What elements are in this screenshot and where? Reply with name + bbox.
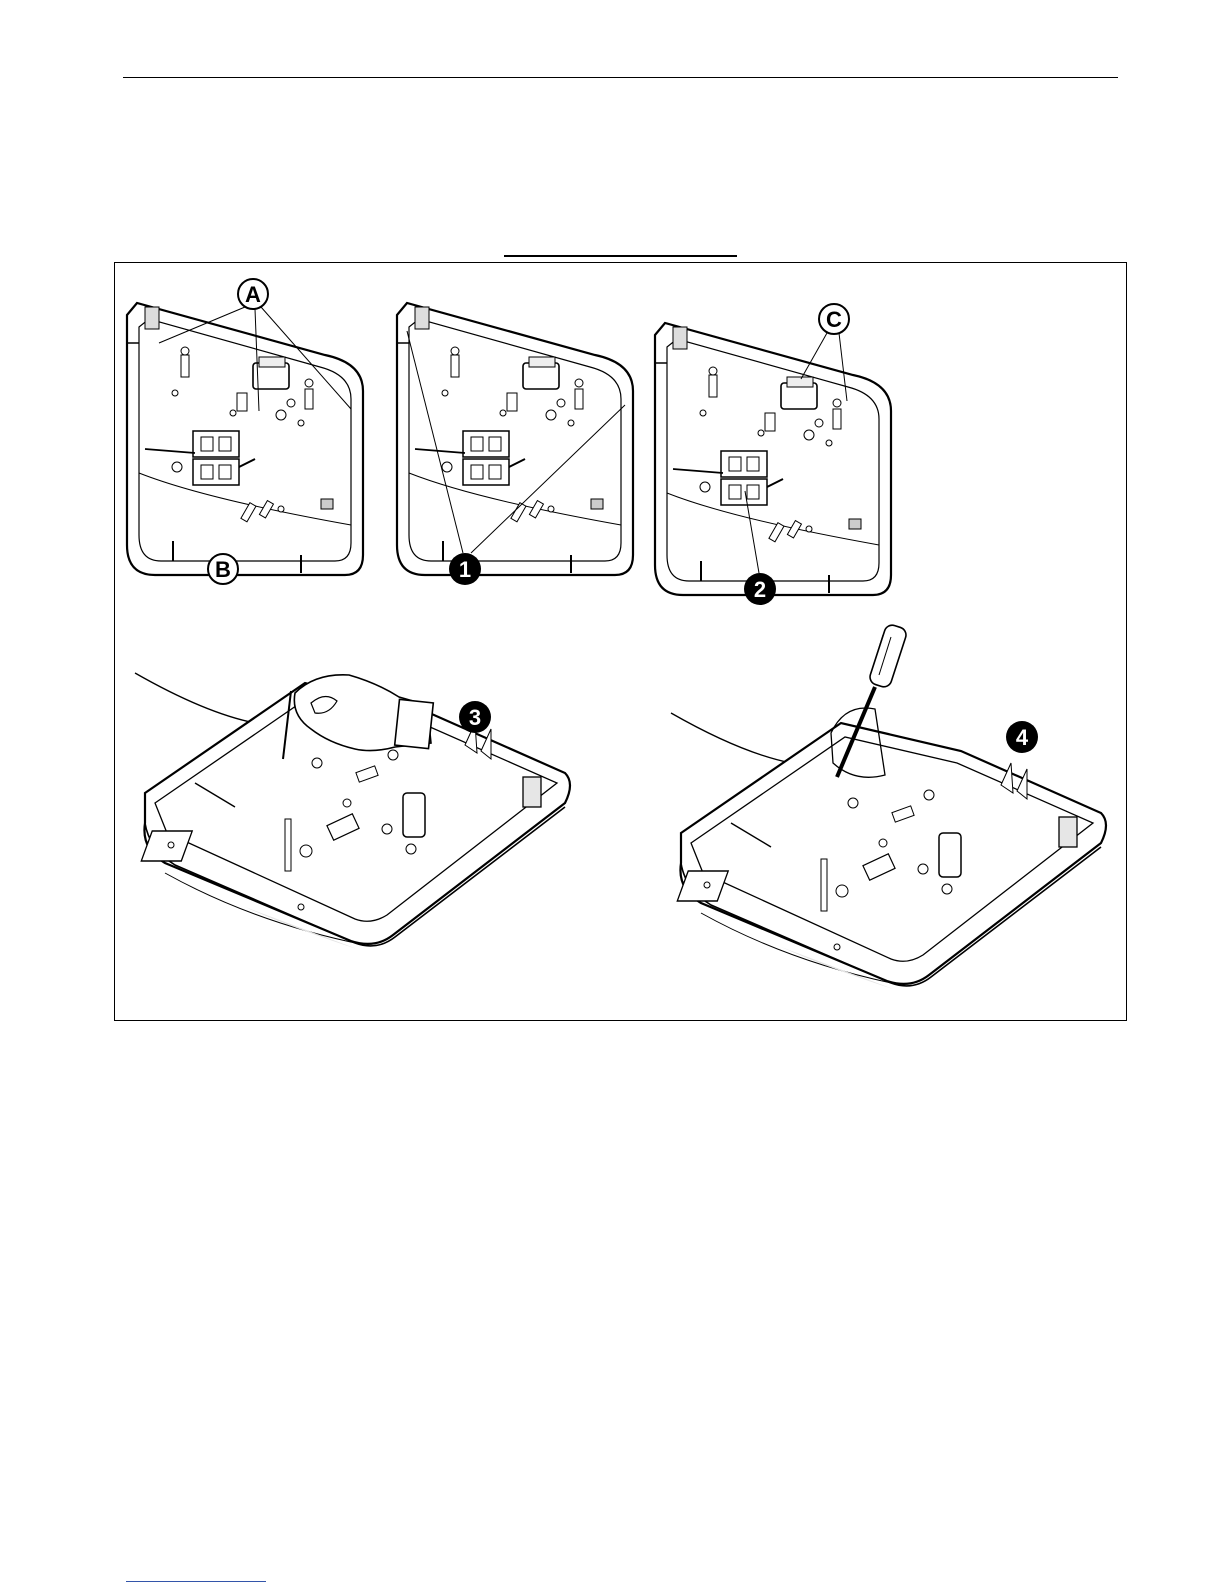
- callout-a-label: A: [245, 282, 261, 307]
- callout-3-label: 3: [469, 705, 481, 730]
- callout-b-label: B: [215, 557, 231, 582]
- callout-1-label: 1: [459, 557, 471, 582]
- back-panel-2: [655, 323, 891, 595]
- figure-canvas: A B 1 C 2 3 4: [115, 263, 1126, 1020]
- callout-4-label: 4: [1016, 725, 1029, 750]
- figure-title-underline: [504, 255, 737, 257]
- callout-2-label: 2: [754, 577, 766, 602]
- footer-rule: [126, 1581, 266, 1582]
- base-step-4: [671, 713, 1106, 989]
- callout-c-label: C: [826, 307, 842, 332]
- installation-figure: A B 1 C 2 3 4: [114, 262, 1127, 1021]
- back-panel-1: [397, 303, 633, 575]
- header-rule: [123, 77, 1118, 78]
- back-panel-a: [127, 303, 363, 575]
